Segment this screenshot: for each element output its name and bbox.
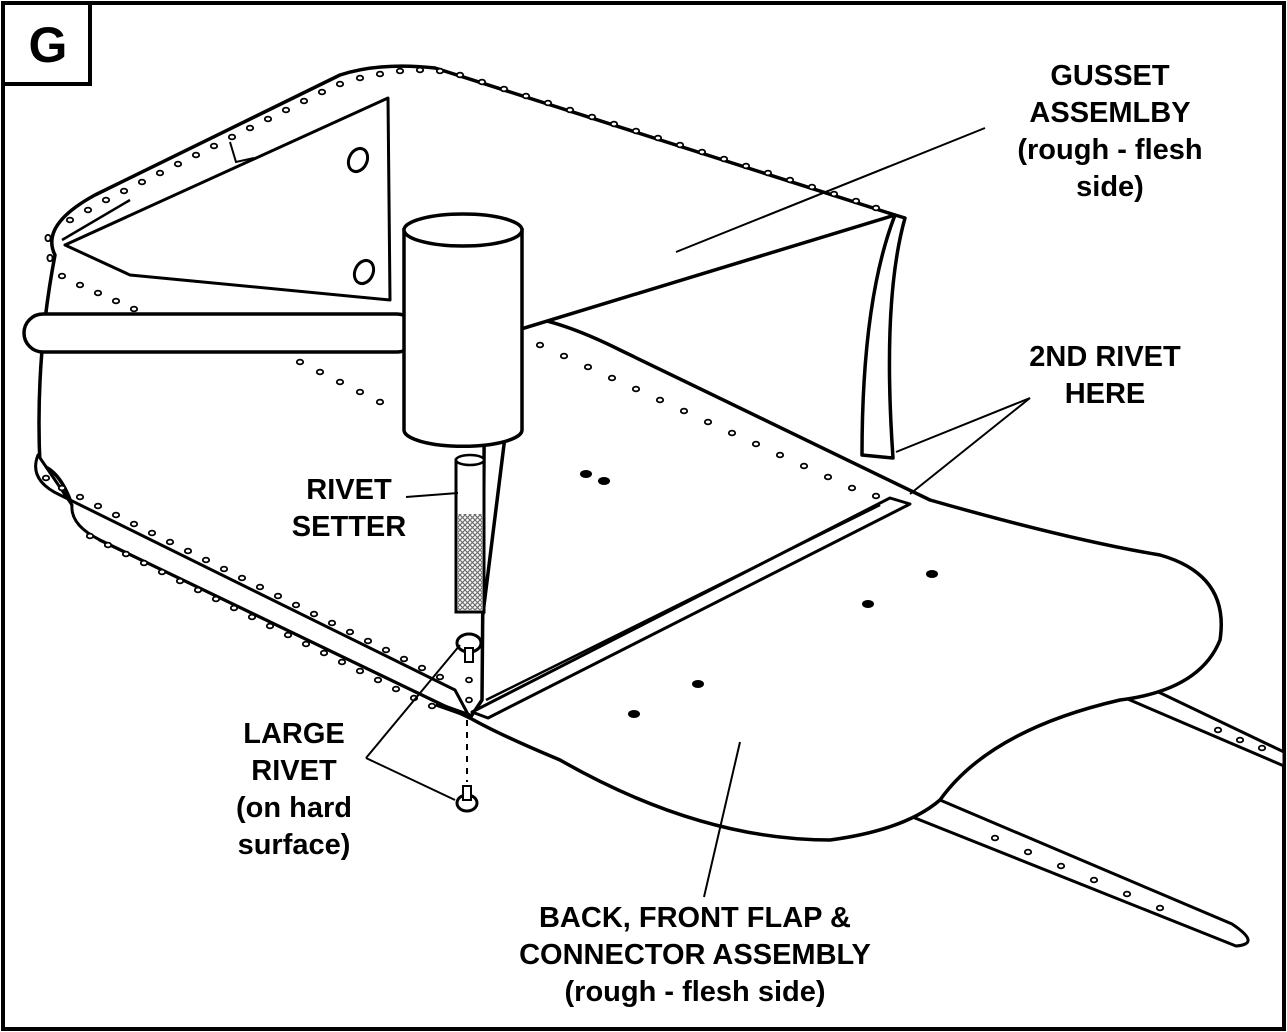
stitch-holes-gusset-lower — [41, 474, 445, 710]
step-letter: G — [28, 17, 68, 73]
stitch-holes-gusset-inner — [295, 358, 385, 406]
label-large-rivet-line3: (on hard — [236, 792, 352, 824]
connector-channel-inner — [485, 503, 881, 702]
leader-rivet-setter — [405, 492, 459, 498]
rivet-setter — [454, 453, 486, 614]
inner-tick — [229, 141, 255, 164]
label-large-rivet-line1: LARGE — [243, 718, 345, 750]
label-second-rivet: 2ND RIVET HERE — [1000, 339, 1210, 413]
label-second-rivet-line1: 2ND RIVET — [1029, 341, 1181, 373]
label-rivet-setter-line1: RIVET — [306, 474, 392, 506]
leader-second-rivet-b — [909, 397, 1031, 495]
leader-large-rivet-b — [365, 757, 456, 801]
gusset-lower-flange — [34, 453, 472, 720]
label-gusset-line2: ASSEMLBY — [1029, 97, 1191, 129]
label-rivet-setter-line2: SETTER — [291, 511, 407, 543]
connector-strap-right — [1126, 686, 1286, 769]
leader-lines — [365, 127, 1031, 898]
label-back-assembly-line3: (rough - flesh side) — [564, 976, 826, 1008]
label-large-rivet-line4: surface) — [237, 829, 351, 861]
label-gusset-line1: GUSSET — [1050, 60, 1170, 92]
label-rivet-setter: RIVET SETTER — [270, 472, 428, 546]
leader-back-assembly — [703, 741, 741, 898]
label-gusset-assembly: GUSSET ASSEMLBY (rough - flesh side) — [1000, 58, 1220, 206]
rivet-post — [464, 647, 474, 663]
inner-triangle-fold — [61, 198, 131, 242]
step-letter-box — [3, 3, 92, 86]
stitch-holes-flap-edge — [535, 341, 881, 500]
label-gusset-line3: (rough - flesh — [1017, 134, 1203, 166]
inner-slot-2 — [352, 258, 376, 286]
connector-strap-bottom — [900, 798, 1250, 948]
mallet-head — [402, 228, 524, 449]
back-front-flap-panel — [468, 314, 1223, 842]
leader-second-rivet-a — [895, 397, 1031, 453]
inner-triangle-panel — [63, 96, 392, 302]
label-large-rivet-line2: RIVET — [251, 755, 337, 787]
leader-large-rivet-a — [365, 644, 461, 759]
leader-gusset — [675, 127, 986, 253]
rivet-hole-marker — [465, 676, 473, 684]
label-back-assembly-line2: CONNECTOR ASSEMBLY — [519, 939, 871, 971]
label-second-rivet-line2: HERE — [1064, 378, 1146, 410]
label-back-assembly: BACK, FRONT FLAP & CONNECTOR ASSEMBLY (r… — [470, 900, 920, 1011]
rivet-hole-marker-2 — [465, 696, 473, 704]
mallet — [22, 212, 524, 449]
rivet-setter-knurl — [458, 514, 482, 610]
flap-rivet-holes — [580, 470, 938, 718]
label-back-assembly-line1: BACK, FRONT FLAP & — [538, 902, 851, 934]
label-gusset-line4: side) — [1076, 171, 1144, 203]
strap-holes — [990, 726, 1267, 912]
gusset-rolled-edge — [860, 213, 907, 460]
inner-slot-1 — [346, 146, 370, 174]
mallet-handle — [22, 312, 418, 354]
large-rivet — [455, 785, 479, 813]
stitch-holes-gusset-top — [65, 66, 881, 224]
mallet-head-top — [402, 212, 524, 248]
rivet-edge-mark — [435, 701, 471, 719]
label-large-rivet: LARGE RIVET (on hard surface) — [210, 716, 378, 864]
